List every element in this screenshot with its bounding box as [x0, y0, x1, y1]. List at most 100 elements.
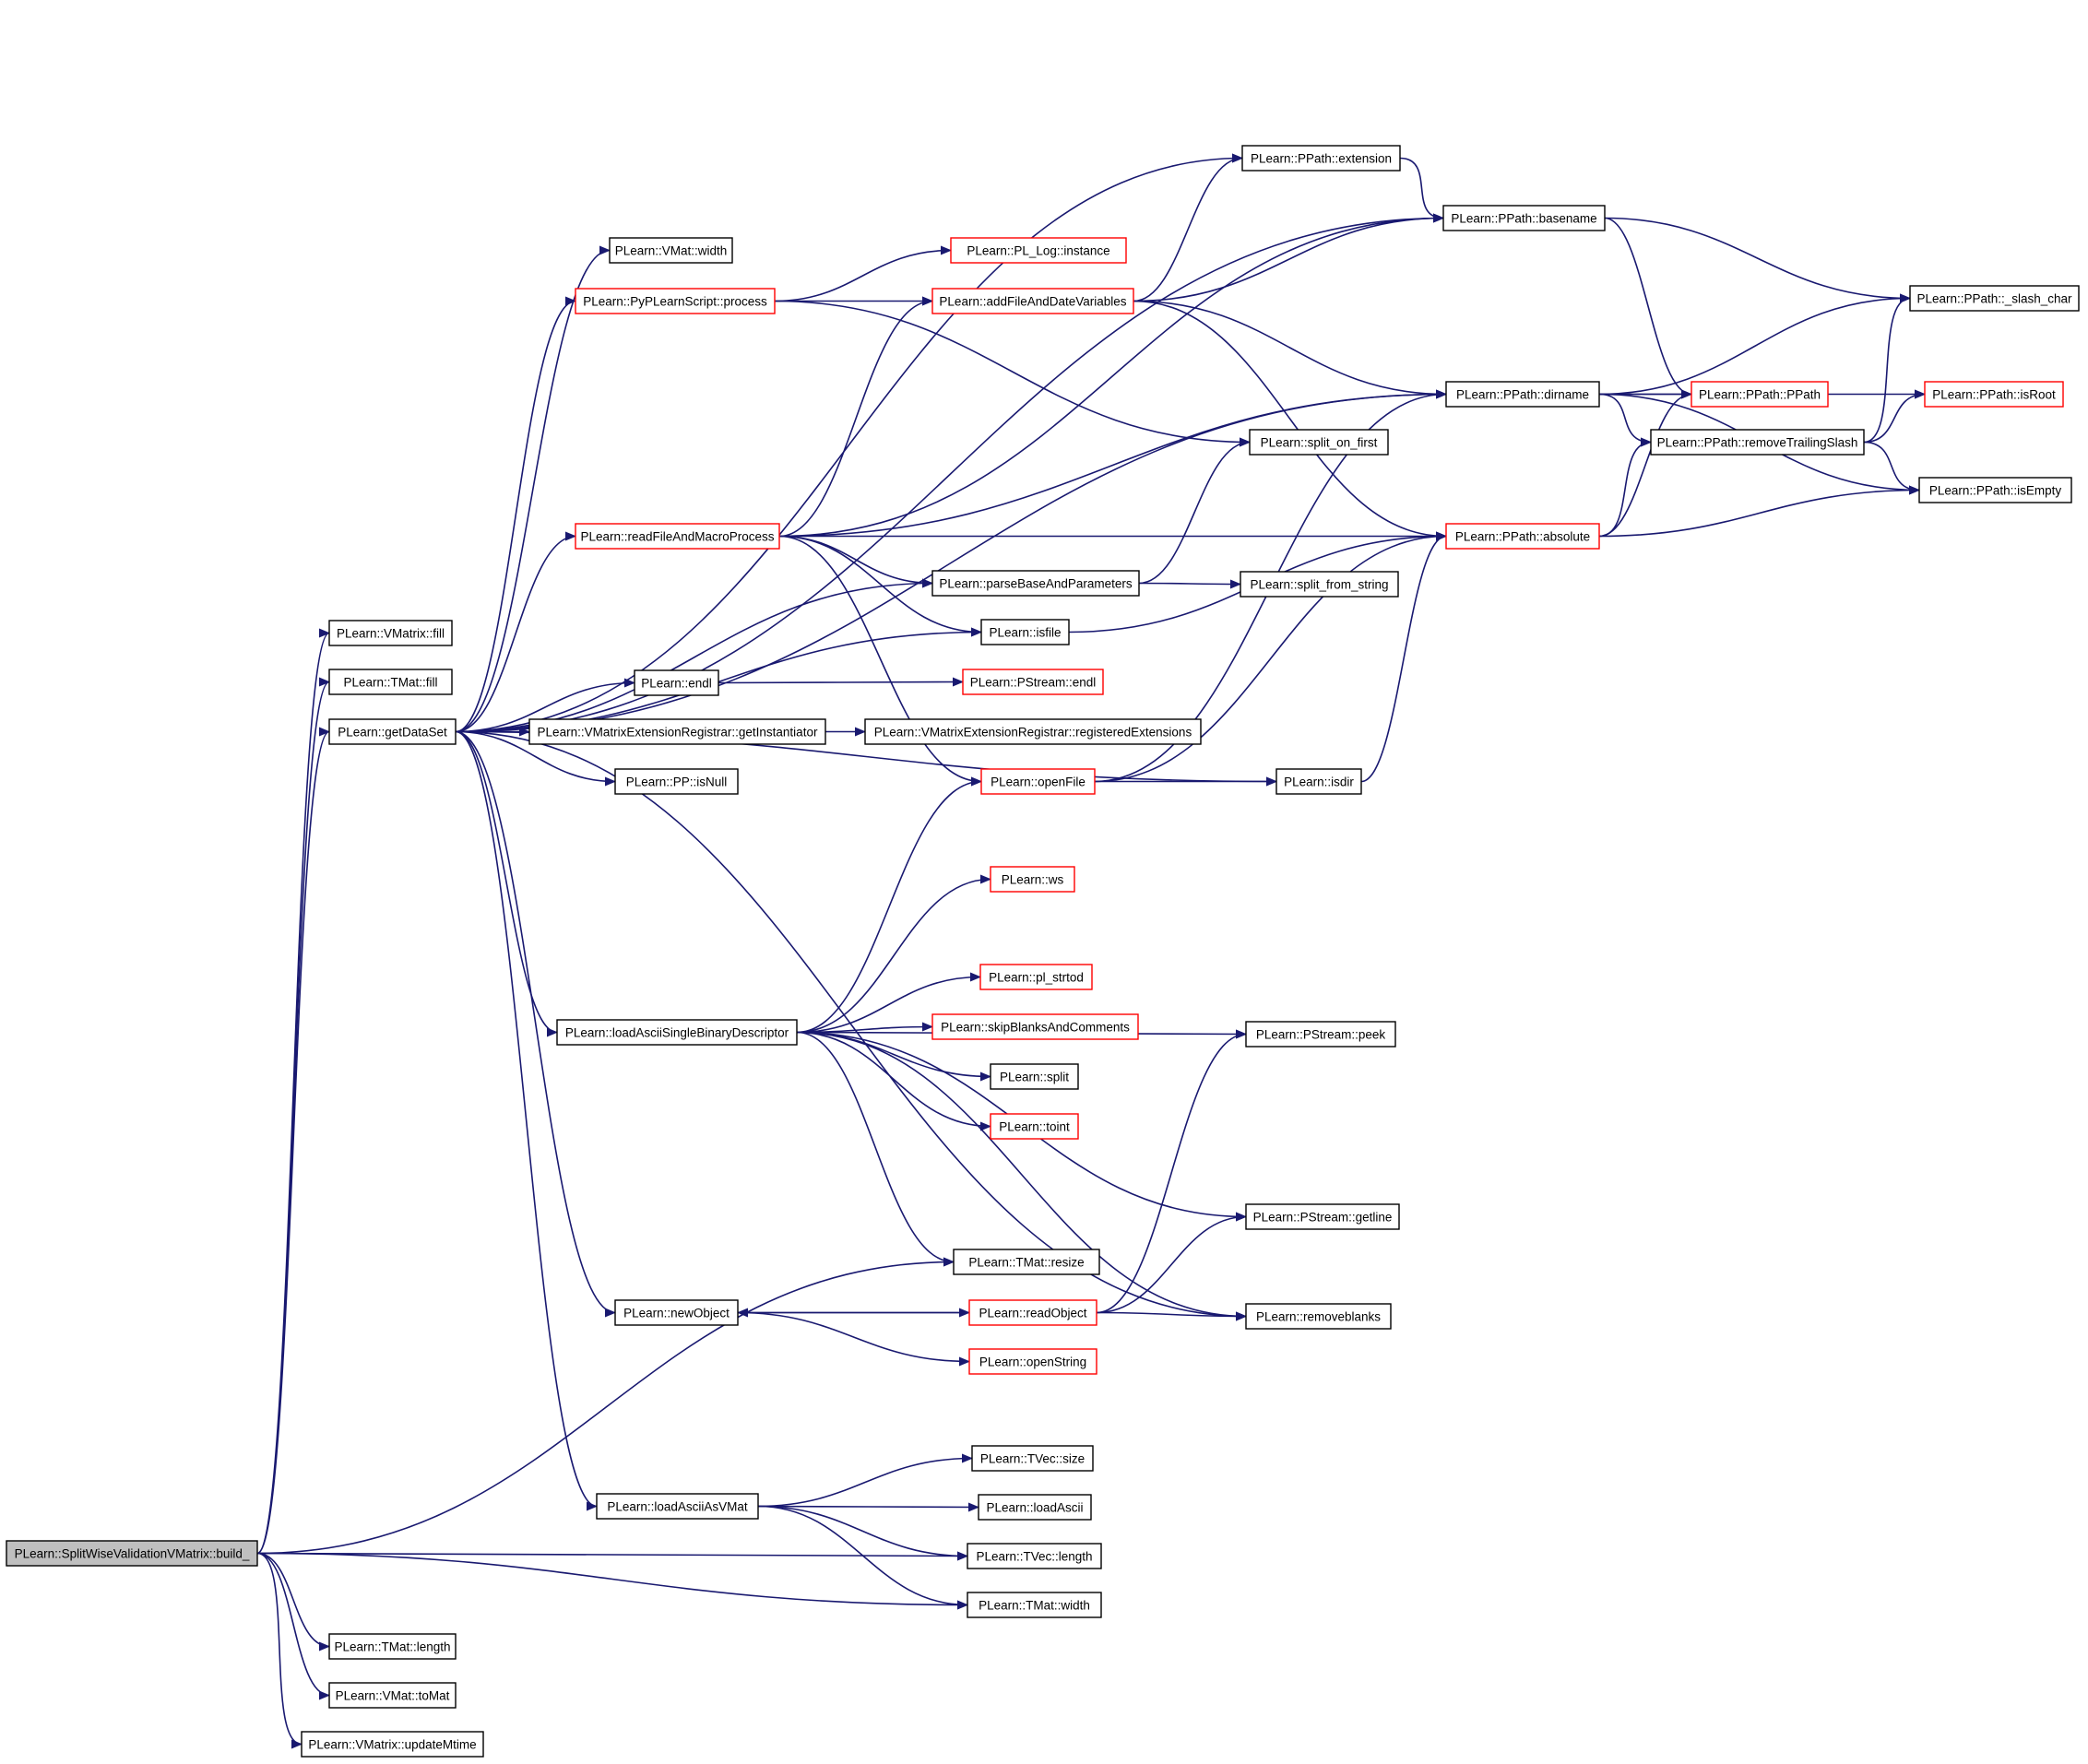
node-label: PLearn::removeblanks [1256, 1310, 1381, 1324]
node-loadAsciiAsVMat[interactable]: PLearn::loadAsciiAsVMat [596, 1493, 759, 1520]
node-openFile[interactable]: PLearn::openFile [980, 768, 1096, 795]
node-slash_char[interactable]: PLearn::PPath::_slash_char [1909, 285, 2080, 312]
edge-pyplearn_process-to-split_on_first [774, 300, 1251, 447]
node-tvec_size[interactable]: PLearn::TVec::size [971, 1445, 1094, 1472]
node-pstream_endl[interactable]: PLearn::PStream::endl [962, 669, 1104, 695]
node-box [978, 1494, 1092, 1521]
node-box [575, 523, 780, 550]
node-box [1445, 381, 1600, 408]
edge-getDataSet-to-ppath_extension [455, 153, 1243, 733]
edge-addFileAndDate-to-ppath_absolute [1133, 300, 1447, 541]
node-label: PLearn::split_from_string [1250, 578, 1388, 592]
node-newObject[interactable]: PLearn::newObject [614, 1299, 739, 1326]
node-skipBlanks[interactable]: PLearn::skipBlanksAndComments [931, 1013, 1139, 1040]
node-label: PLearn::TMat::length [334, 1640, 450, 1654]
node-ppath_dirname[interactable]: PLearn::PPath::dirname [1445, 381, 1600, 408]
edge-readFileAndMacro-to-ppath_dirname [778, 389, 1447, 538]
edge-getDataSet-to-loadAsciiAsVMat [455, 730, 598, 1511]
node-box [1909, 285, 2080, 312]
node-label: PLearn::getDataSet [338, 726, 447, 740]
node-box [1245, 1203, 1400, 1230]
node-label: PLearn::parseBaseAndParameters [939, 577, 1133, 591]
node-pl_log_instance[interactable]: PLearn::PL_Log::instance [950, 237, 1127, 264]
node-isfile[interactable]: PLearn::isfile [980, 619, 1070, 645]
node-pstream_peek[interactable]: PLearn::PStream::peek [1245, 1021, 1396, 1048]
node-loadAscii[interactable]: PLearn::loadAscii [978, 1494, 1092, 1521]
node-vmatrix_fill[interactable]: PLearn::VMatrix::fill [328, 620, 453, 646]
node-ppath_basename[interactable]: PLearn::PPath::basename [1442, 205, 1606, 231]
edge-ppath_dirname-to-slash_char [1598, 293, 1911, 396]
node-label: PLearn::newObject [623, 1307, 730, 1320]
node-label: PLearn::PPath::PPath [1699, 388, 1821, 402]
node-ppath_absolute[interactable]: PLearn::PPath::absolute [1445, 523, 1600, 550]
node-label: PLearn::TMat::resize [968, 1256, 1084, 1270]
node-tvec_length[interactable]: PLearn::TVec::length [967, 1543, 1102, 1569]
node-readFileAndMacro[interactable]: PLearn::readFileAndMacroProcess [575, 523, 780, 550]
node-isRoot[interactable]: PLearn::PPath::isRoot [1924, 381, 2064, 408]
node-endl[interactable]: PLearn::endl [634, 669, 719, 696]
node-tmat_length[interactable]: PLearn::TMat::length [328, 1633, 457, 1660]
edge-build-to-tmat_fill [256, 677, 330, 1555]
node-vmat_toMat[interactable]: PLearn::VMat::toMat [328, 1682, 457, 1709]
edge-getDataSet-to-vmat_width [455, 245, 611, 733]
node-pp_isNull[interactable]: PLearn::PP::isNull [614, 768, 739, 795]
node-parseBase[interactable]: PLearn::parseBaseAndParameters [931, 570, 1140, 597]
node-label: PLearn::PPath::isEmpty [1929, 484, 2062, 498]
node-split_from_string[interactable]: PLearn::split_from_string [1240, 571, 1399, 598]
edge-removeTrailing-to-slash_char [1863, 293, 1911, 444]
node-pstream_getline[interactable]: PLearn::PStream::getline [1245, 1203, 1400, 1230]
node-pl_strtod[interactable]: PLearn::pl_strtod [979, 964, 1093, 990]
node-getInstantiator[interactable]: PLearn::VMatrixExtensionRegistrar::getIn… [528, 718, 826, 745]
node-pyplearn_process[interactable]: PLearn::PyPLearnScript::process [575, 288, 776, 314]
node-isdir[interactable]: PLearn::isdir [1275, 768, 1362, 795]
edge-loadAsciiAsVMat-to-tvec_length [757, 1505, 968, 1561]
node-ppath_extension[interactable]: PLearn::PPath::extension [1241, 145, 1401, 172]
node-removeTrailing[interactable]: PLearn::PPath::removeTrailingSlash [1650, 429, 1865, 456]
node-box [1245, 1303, 1392, 1330]
node-tmat_resize[interactable]: PLearn::TMat::resize [953, 1249, 1100, 1275]
node-box [609, 237, 733, 264]
node-box [596, 1493, 759, 1520]
edge-layer [256, 153, 1926, 1749]
node-updateMtime[interactable]: PLearn::VMatrix::updateMtime [301, 1731, 484, 1758]
node-loadAsciiSingle[interactable]: PLearn::loadAsciiSingleBinaryDescriptor [556, 1019, 798, 1046]
edge-getDataSet-to-ppath_basename [455, 213, 1444, 733]
node-getDataSet[interactable]: PLearn::getDataSet [328, 718, 457, 745]
node-vmat_width[interactable]: PLearn::VMat::width [609, 237, 733, 264]
node-tmat_width[interactable]: PLearn::TMat::width [967, 1592, 1102, 1618]
node-box [1249, 429, 1389, 456]
node-removeblanks[interactable]: PLearn::removeblanks [1245, 1303, 1392, 1330]
node-split_on_first[interactable]: PLearn::split_on_first [1249, 429, 1389, 456]
node-label: PLearn::addFileAndDateVariables [939, 295, 1126, 309]
node-openString[interactable]: PLearn::openString [968, 1348, 1097, 1375]
node-isEmpty[interactable]: PLearn::PPath::isEmpty [1918, 477, 2072, 503]
node-ppath_ppath[interactable]: PLearn::PPath::PPath [1691, 381, 1829, 408]
node-tmat_fill[interactable]: PLearn::TMat::fill [328, 669, 453, 695]
node-label: PLearn::skipBlanksAndComments [941, 1021, 1130, 1035]
edge-readObject-to-removeblanks [1096, 1311, 1247, 1321]
edge-build-to-tmat_width [256, 1552, 968, 1610]
node-label: PLearn::TMat::fill [343, 676, 437, 690]
edge-ppath_extension-to-ppath_basename [1399, 157, 1444, 223]
edge-isdir-to-ppath_absolute [1360, 531, 1447, 783]
edge-loadAsciiSingle-to-removeblanks [796, 1031, 1247, 1321]
edge-build-to-tmat_length [256, 1552, 330, 1652]
node-ws[interactable]: PLearn::ws [990, 866, 1075, 893]
node-box [1240, 571, 1399, 598]
node-label: PLearn::VMatrixExtensionRegistrar::getIn… [538, 726, 818, 740]
node-label: PLearn::PStream::peek [1256, 1028, 1386, 1042]
node-build[interactable]: PLearn::SplitWiseValidationVMatrix::buil… [6, 1540, 258, 1567]
node-box [634, 669, 719, 696]
node-readObject[interactable]: PLearn::readObject [968, 1299, 1097, 1326]
node-addFileAndDate[interactable]: PLearn::addFileAndDateVariables [931, 288, 1134, 314]
node-box [328, 669, 453, 695]
edge-readFileAndMacro-to-parseBase [778, 535, 933, 588]
node-label: PLearn::VMatrix::fill [337, 627, 445, 641]
edge-getDataSet-to-parseBase [455, 578, 933, 733]
edge-getDataSet-to-pyplearn_process [455, 296, 576, 733]
node-registeredExt[interactable]: PLearn::VMatrixExtensionRegistrar::regis… [864, 718, 1202, 745]
node-split[interactable]: PLearn::split [990, 1063, 1079, 1090]
edge-build-to-vmatrix_fill [256, 628, 330, 1555]
edge-loadAsciiAsVMat-to-tmat_width [757, 1505, 968, 1610]
node-toint[interactable]: PLearn::toint [990, 1113, 1079, 1140]
